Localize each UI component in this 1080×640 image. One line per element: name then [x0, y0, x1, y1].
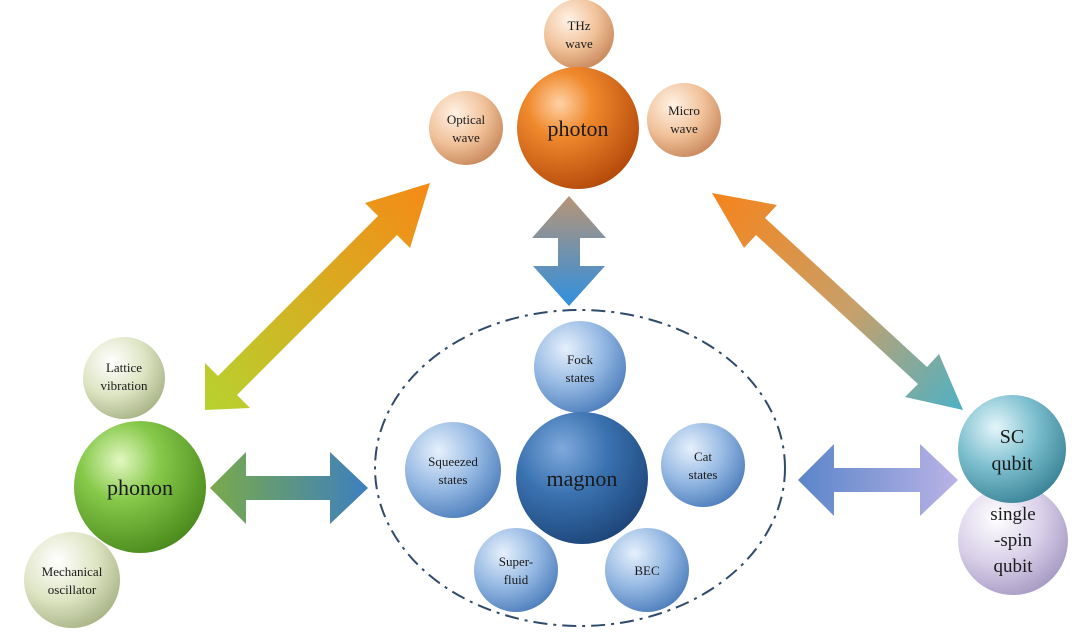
phonon-node — [74, 421, 206, 553]
mechanical-oscillator-node — [24, 532, 120, 628]
lattice-vibration-node — [83, 337, 165, 419]
fock-states-node — [534, 321, 626, 413]
lattice-vibration-label-2: vibration — [101, 378, 148, 393]
micro-wave-label-2: wave — [670, 121, 698, 136]
arrow-phonon-photon — [205, 183, 430, 410]
optical-wave-label-1: Optical — [447, 112, 486, 127]
optical-wave-label-2: wave — [452, 130, 480, 145]
arrow-photon-qubit — [712, 193, 963, 410]
cat-states-label-1: Cat — [694, 449, 712, 464]
single-spin-qubit-label-1: single — [990, 504, 1035, 525]
fock-states-label-2: states — [566, 370, 595, 385]
thz-wave-label-1: THz — [567, 18, 590, 33]
sc-qubit-label-2: qubit — [991, 453, 1033, 475]
single-spin-qubit-label-2: -spin — [994, 530, 1033, 551]
mechanical-oscillator-label-2: oscillator — [48, 582, 97, 597]
superfluid-label-2: fluid — [504, 572, 529, 587]
squeezed-states-label-2: states — [439, 472, 468, 487]
magnon-node — [516, 412, 648, 544]
superfluid-label-1: Super- — [499, 554, 533, 569]
arrow-phonon-magnon — [210, 452, 368, 524]
micro-wave-node — [647, 83, 721, 157]
phonon-label: phonon — [107, 475, 173, 500]
fock-states-label-1: Fock — [567, 352, 594, 367]
cat-states-node — [661, 423, 745, 507]
sc-qubit-label-1: SC — [1000, 426, 1024, 448]
sc-qubit-node — [958, 395, 1066, 503]
superfluid-node — [474, 528, 558, 612]
magnon-label: magnon — [547, 466, 618, 491]
single-spin-qubit-label-3: qubit — [993, 556, 1033, 577]
arrow-magnon-qubit — [798, 444, 958, 516]
thz-wave-label-2: wave — [565, 36, 593, 51]
single-spin-qubit-node — [958, 485, 1068, 595]
lattice-vibration-label-1: Lattice — [106, 360, 142, 375]
optical-wave-node — [429, 91, 503, 165]
squeezed-states-label-1: Squeezed — [428, 454, 478, 469]
svg-text:Super-fluid: Super-fluid — [499, 554, 533, 587]
bec-label: BEC — [634, 563, 659, 578]
mechanical-oscillator-label-1: Mechanical — [42, 564, 103, 579]
squeezed-states-node — [405, 422, 501, 518]
thz-wave-node — [544, 0, 614, 69]
magnon-boundary — [374, 309, 786, 627]
arrow-photon-magnon — [532, 196, 606, 306]
photon-label: photon — [547, 116, 608, 141]
cat-states-label-2: states — [689, 467, 718, 482]
photon-node — [517, 67, 639, 189]
bec-node — [605, 528, 689, 612]
micro-wave-label-1: Micro — [668, 103, 700, 118]
